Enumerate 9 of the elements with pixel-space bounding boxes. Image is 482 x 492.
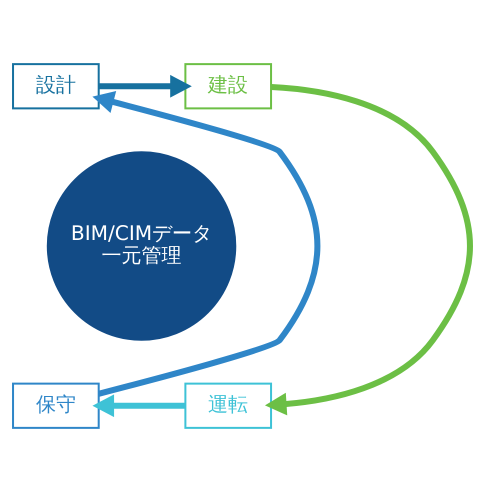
node-box: 運転 — [184, 382, 272, 429]
arrow — [92, 91, 320, 397]
node-circle: BIM/CIMデータ 一元管理 — [46, 151, 236, 341]
node-box: 建設 — [184, 63, 272, 110]
arrow — [264, 84, 472, 416]
node-box: 保守 — [12, 382, 100, 429]
arrow — [98, 74, 192, 98]
node-box: 設計 — [12, 63, 100, 110]
arrow — [92, 394, 185, 418]
